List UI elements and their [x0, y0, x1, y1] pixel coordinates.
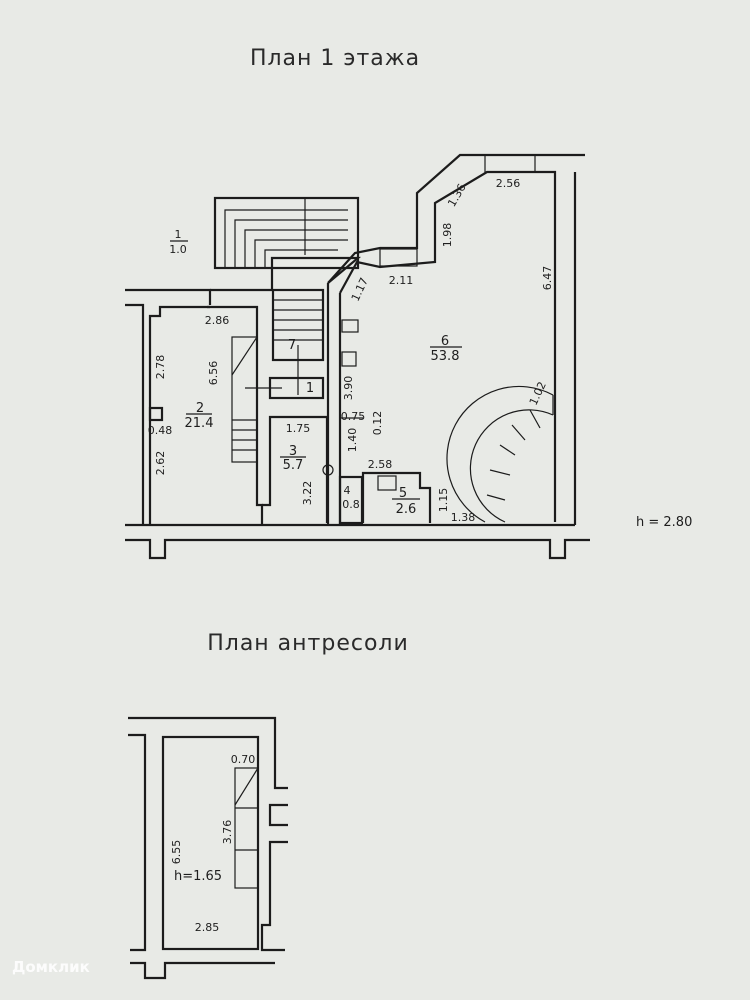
svg-text:1.40: 1.40 [346, 428, 359, 453]
mezzanine-labels: 0.70 3.76 6.55 h=1.65 2.85 [170, 753, 255, 934]
svg-text:1.15: 1.15 [437, 488, 450, 513]
svg-text:2.86: 2.86 [205, 314, 230, 327]
svg-text:5.7: 5.7 [283, 458, 304, 473]
svg-text:3: 3 [289, 444, 297, 459]
plan1-walls [125, 153, 590, 560]
svg-text:6.47: 6.47 [541, 266, 554, 291]
svg-text:1.98: 1.98 [441, 223, 454, 248]
svg-text:h=1.65: h=1.65 [174, 869, 222, 884]
svg-text:2.58: 2.58 [368, 458, 393, 471]
svg-text:2.78: 2.78 [154, 355, 167, 380]
svg-text:2.6: 2.6 [396, 502, 417, 517]
svg-text:3.22: 3.22 [301, 481, 314, 506]
svg-text:1.17: 1.17 [349, 276, 371, 304]
svg-text:1.0: 1.0 [169, 243, 187, 256]
svg-text:5: 5 [399, 486, 407, 501]
plan1-labels: 1 1.0 7 1 2 21.4 3 5.7 4 0.8 5 2.6 6 53.… [148, 177, 693, 530]
svg-text:0.70: 0.70 [231, 753, 256, 766]
svg-text:1.38: 1.38 [451, 511, 476, 524]
svg-text:3.90: 3.90 [342, 376, 355, 401]
svg-text:4: 4 [344, 484, 351, 497]
svg-text:2: 2 [196, 401, 204, 416]
svg-text:6: 6 [441, 334, 449, 349]
svg-text:2.85: 2.85 [195, 921, 220, 934]
mezzanine-title: План антресоли [207, 631, 409, 656]
plan1-title: План 1 этажа [250, 46, 420, 71]
mezzanine-walls [128, 716, 288, 980]
svg-text:0.12: 0.12 [371, 411, 384, 436]
svg-text:7: 7 [288, 338, 296, 353]
watermark-logo: Домклик [12, 958, 90, 976]
svg-text:53.8: 53.8 [431, 349, 460, 364]
svg-text:1: 1 [175, 228, 182, 241]
svg-text:1.75: 1.75 [286, 422, 311, 435]
svg-text:2.62: 2.62 [154, 451, 167, 476]
svg-text:2.56: 2.56 [496, 177, 521, 190]
svg-text:0.8: 0.8 [342, 498, 360, 511]
svg-text:1: 1 [306, 381, 314, 396]
svg-text:6.55: 6.55 [170, 840, 183, 865]
ceiling-height: h = 2.80 [636, 515, 692, 530]
svg-text:3.76: 3.76 [221, 820, 234, 845]
svg-text:2.11: 2.11 [389, 274, 414, 287]
svg-text:1.02: 1.02 [527, 380, 549, 408]
svg-text:0.75: 0.75 [341, 410, 366, 423]
svg-text:21.4: 21.4 [185, 416, 214, 431]
svg-text:6.56: 6.56 [207, 361, 220, 386]
svg-text:0.48: 0.48 [148, 424, 173, 437]
